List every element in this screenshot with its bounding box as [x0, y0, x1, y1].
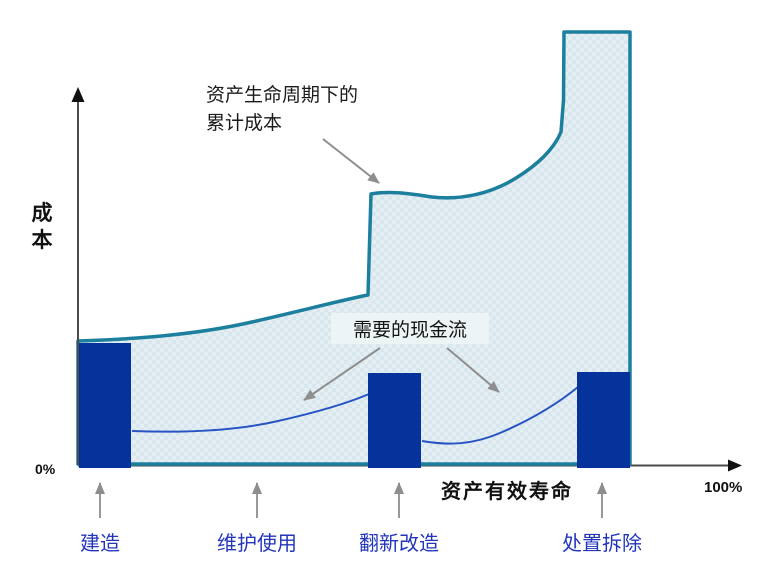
y-axis-label: 成 本 — [29, 200, 55, 254]
x-axis-end-label: 100% — [704, 479, 743, 496]
stage-label-dispose: 处置拆除 — [562, 533, 642, 555]
y-axis-label-char-1: 成 — [31, 202, 53, 225]
cashflow-callout-arrow-left-icon — [303, 347, 381, 401]
cumulative-cost-annotation: 资产生命周期下的 累计成本 — [206, 82, 358, 138]
cashflow-annotation: 需要的现金流 — [331, 313, 489, 344]
build-bar — [79, 343, 131, 468]
stage-label-build: 建造 — [80, 533, 120, 555]
y-axis-arrowhead-icon — [71, 87, 85, 102]
cumulative-cost-annotation-line1: 资产生命周期下的 — [206, 85, 359, 106]
cashflow-curve-1 — [131, 393, 370, 433]
stage-label-maintain: 维护使用 — [217, 533, 297, 555]
cumulative-cost-callout-arrow-icon — [322, 138, 380, 184]
x-axis-origin-label: 0% — [35, 461, 56, 477]
x-axis-arrowhead-icon — [728, 459, 742, 472]
disposal-bar — [577, 372, 630, 468]
cumulative-cost-area — [76, 30, 632, 466]
renovation-bar — [368, 373, 421, 468]
cumulative-cost-annotation-line2: 累计成本 — [206, 113, 283, 134]
x-axis-label: 资产有效寿命 — [441, 481, 573, 503]
stage-label-renovate: 翻新改造 — [359, 533, 439, 555]
cashflow-curve-2 — [421, 386, 579, 445]
y-axis-label-char-2: 本 — [31, 229, 53, 252]
cashflow-callout-arrow-right-icon — [446, 347, 500, 393]
